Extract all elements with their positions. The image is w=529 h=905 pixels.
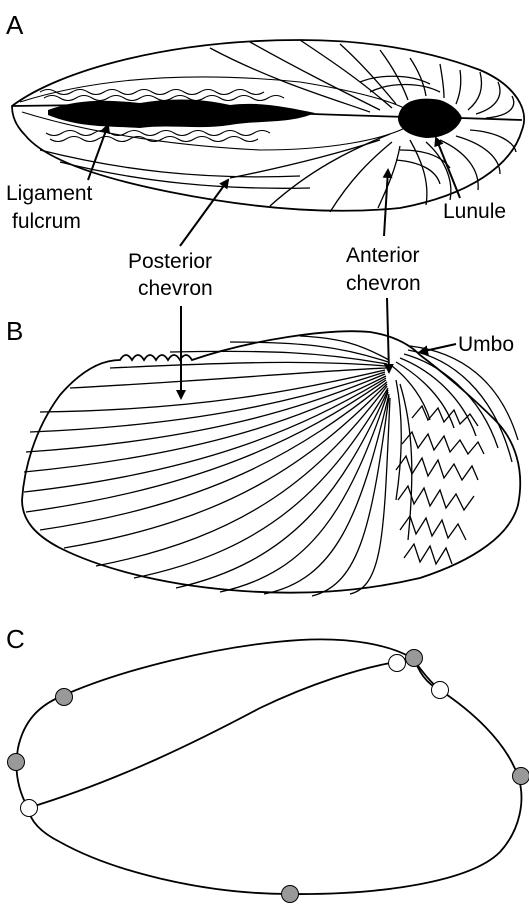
landmark-open-left xyxy=(21,800,38,817)
landmark-outline xyxy=(16,639,521,894)
posterior-label-line1: Posterior xyxy=(128,250,212,273)
lunule-arrow xyxy=(436,138,460,198)
landmark-filled-left xyxy=(8,754,25,771)
ligament-label-line1: Ligament xyxy=(6,182,93,205)
panel-c-label: C xyxy=(6,624,25,654)
panel-b: B xyxy=(6,298,520,596)
lateral-shell-outline xyxy=(22,331,520,592)
landmark-open-top-right xyxy=(389,655,406,672)
ligament-dark-band xyxy=(48,99,315,128)
landmark-open-right-upper xyxy=(432,682,449,699)
landmark-filled-top-right xyxy=(406,650,423,667)
lunule-label: Lunule xyxy=(443,200,506,223)
ligament-fulcrum xyxy=(40,90,315,142)
anterior-label-line1: Anterior xyxy=(346,244,420,267)
anterior-chevron-arrow-b xyxy=(387,298,389,372)
panel-a: A xyxy=(6,10,524,300)
posterior-label-line2: chevron xyxy=(138,277,213,300)
panel-b-label: B xyxy=(6,316,23,346)
growth-lines-anterior xyxy=(392,346,518,540)
panel-a-label: A xyxy=(6,10,24,40)
anterior-chevron-arrow-a xyxy=(384,170,388,236)
landmark-filled-top-left xyxy=(56,689,73,706)
landmark-filled-right xyxy=(513,768,529,785)
ligament-label-line2: fulcrum xyxy=(12,210,81,233)
landmark-filled-bottom xyxy=(282,886,299,903)
umbo-label: Umbo xyxy=(458,333,514,356)
anterior-label-line2: chevron xyxy=(346,272,421,295)
landmark-chord xyxy=(28,662,396,808)
posterior-chevron-arrow-a xyxy=(180,180,228,246)
lunule-shape xyxy=(398,99,462,138)
panel-c: C xyxy=(6,624,529,903)
